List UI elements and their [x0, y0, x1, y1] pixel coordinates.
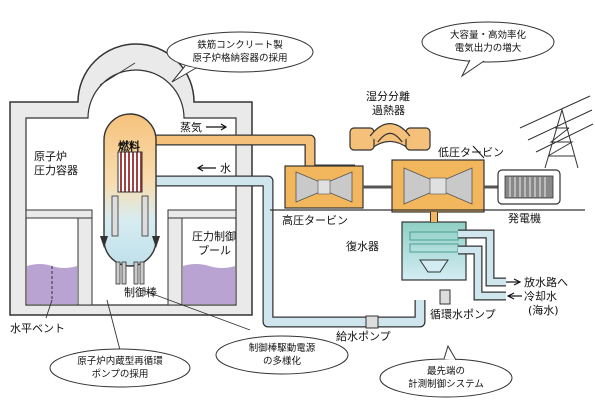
callout-drive-line2: の多様化	[263, 355, 302, 367]
label-pool-line2: プール	[198, 244, 231, 257]
drive-leader	[141, 289, 251, 331]
callout-containment-line2: 原子炉格納容器の採用	[192, 52, 287, 64]
label-fuel: 燃料	[117, 139, 140, 153]
label-cooling-water-line1: 冷却水	[524, 290, 557, 303]
callout-pump-line1: 原子炉内蔵型再循環	[77, 355, 163, 367]
hp-turbine	[284, 165, 364, 209]
feed-water-pump	[365, 315, 379, 329]
label-vessel-line1: 原子炉	[34, 150, 67, 163]
label-condenser: 復水器	[346, 240, 379, 253]
water-arrow-icon	[196, 164, 216, 172]
callout-drive-line1: 制御棒駆動電源	[249, 342, 316, 354]
label-generator: 発電機	[508, 211, 541, 225]
label-separator-line2: 過熱器	[372, 104, 405, 117]
label-vessel-line2: 圧力容器	[34, 163, 78, 177]
label-discharge: 放水路へ	[524, 275, 568, 289]
label-lp-turbine: 低圧タービン	[438, 146, 504, 159]
lp-turbine-arrow-icon	[472, 145, 485, 159]
label-control-rod: 制御棒	[124, 285, 157, 299]
containment-leader	[99, 62, 136, 86]
label-water: 水	[220, 162, 231, 175]
condenser	[401, 212, 467, 281]
cooling-water-pipes	[458, 229, 506, 301]
internal-pump-icon	[100, 236, 108, 248]
feedwater-pipe	[150, 175, 426, 328]
pump-leader	[106, 299, 121, 351]
label-hp-turbine: 高圧タービン	[282, 213, 348, 227]
label-feed-pump: 給水ポンプ	[336, 329, 391, 343]
callout-pump: 原子炉内蔵型再循環 ポンプの採用	[49, 348, 191, 388]
reactor-pressure-vessel	[100, 113, 160, 267]
label-cooling-water-line2: (海水)	[528, 303, 559, 317]
callout-control-line1: 最先端の	[427, 365, 465, 377]
suppression-pool	[27, 264, 235, 304]
transmission-tower-icon	[519, 95, 594, 169]
fuel-assembly	[117, 151, 143, 193]
callout-containment-line1: 鉄筋コンクリート製	[197, 39, 283, 51]
callout-capacity-line2: 電気出力の増大	[455, 42, 522, 54]
control-rods	[115, 261, 145, 285]
lp-turbine	[391, 159, 485, 213]
label-separator-line1: 湿分分離	[366, 89, 410, 103]
label-pool-line1: 圧力制御	[192, 229, 236, 243]
callout-capacity-line1: 大容量・高効率化	[450, 29, 527, 41]
circulation-pump	[439, 289, 451, 305]
callout-control: 最先端の 計測制御システム	[379, 344, 513, 398]
label-circ-pump: 循環水ポンプ	[430, 308, 496, 321]
callout-pump-line2: ポンプの採用	[92, 368, 149, 380]
callout-containment: 鉄筋コンクリート製 原子炉格納容器の採用	[166, 31, 314, 83]
callout-drive: 制御棒駆動電源 の多様化	[215, 335, 349, 375]
steam-arrow-icon	[206, 123, 228, 131]
label-steam: 蒸気	[180, 120, 202, 134]
generator	[497, 169, 561, 205]
callout-capacity: 大容量・高効率化 電気出力の増大	[421, 21, 555, 78]
moisture-separator-reheater	[349, 123, 431, 151]
label-vent: 水平ベント	[10, 322, 65, 335]
vent-leader	[45, 299, 53, 319]
callout-control-line2: 計測制御システム	[408, 378, 484, 390]
